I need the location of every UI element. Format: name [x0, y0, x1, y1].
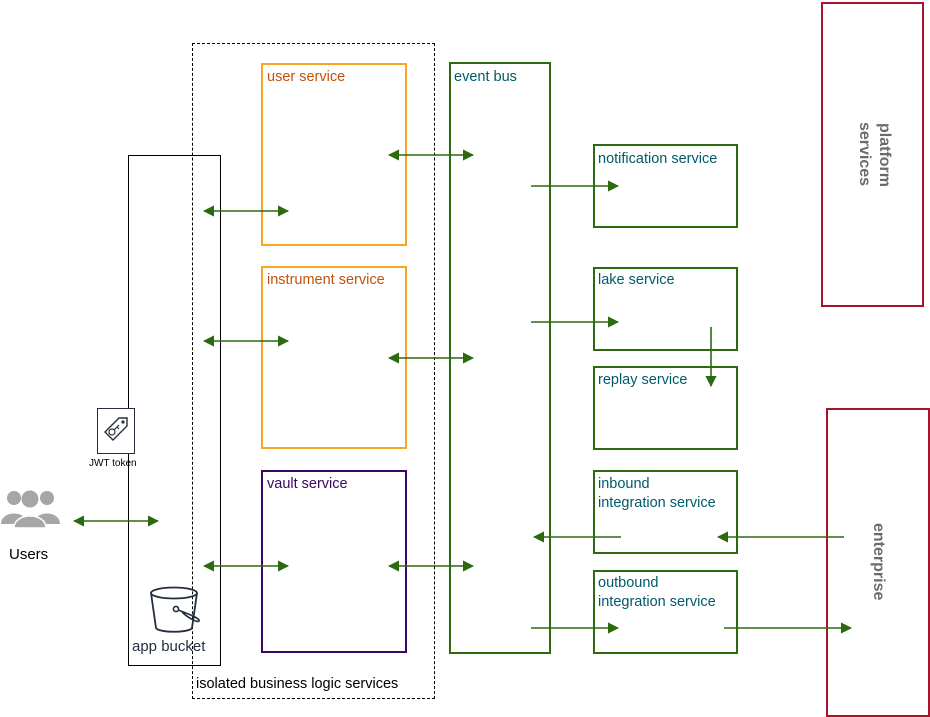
instrument-service-label: instrument service	[267, 272, 385, 288]
user-service-label: user service	[267, 69, 346, 85]
lake-service-label: lake service	[598, 272, 675, 288]
isolated-services-label: isolated business logic services	[196, 676, 399, 692]
users-label: Users	[9, 546, 49, 563]
enterprise-label: enterprise	[870, 523, 887, 601]
event-bus-label: event bus	[454, 69, 517, 85]
platform-services-label: platform services	[856, 122, 893, 187]
outbound-integration-service-box[interactable]	[593, 570, 738, 654]
inbound-integration-service-box[interactable]	[593, 470, 738, 554]
inbound-integration-service-label: inbound integration service	[598, 476, 716, 511]
users-group-icon	[1, 490, 60, 529]
jwt-token-label: JWT token	[89, 458, 137, 469]
replay-service-label: replay service	[598, 372, 688, 388]
notification-service-label: notification service	[598, 151, 718, 167]
replay-service-box[interactable]	[593, 366, 738, 450]
platform-services-box[interactable]	[821, 2, 924, 307]
outbound-integration-service-label: outbound integration service	[598, 575, 716, 610]
isolated-services-group	[192, 43, 435, 699]
bucket-icon	[150, 586, 200, 633]
app-bucket-label: app bucket	[132, 638, 206, 655]
lake-service-box[interactable]	[593, 267, 738, 351]
enterprise-box[interactable]	[826, 408, 930, 717]
vault-service-label: vault service	[267, 476, 348, 492]
tag-key-icon	[97, 408, 135, 454]
